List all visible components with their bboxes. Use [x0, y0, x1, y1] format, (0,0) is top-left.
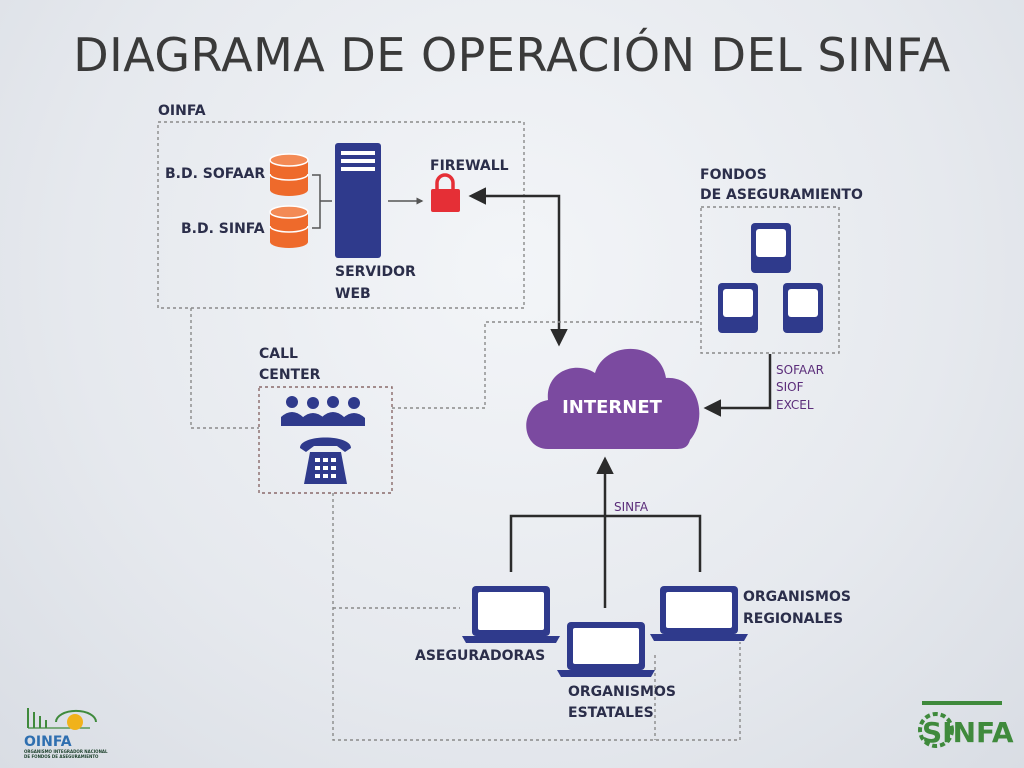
internet-label: INTERNET: [562, 397, 663, 418]
regionales-label-line1: ORGANISMOS: [743, 589, 851, 605]
fondos-system-excel: EXCEL: [776, 398, 814, 412]
estatales-label-line1: ORGANISMOS: [568, 684, 676, 700]
fondos-label-line1: FONDOS: [700, 167, 767, 183]
call-center-group: CALL CENTER: [258, 346, 393, 494]
sinfa-distribution: SINFA: [509, 456, 702, 608]
page-title: DIAGRAMA DE OPERACIÓN DEL SINFA: [73, 28, 951, 82]
oinfa-logo: OINFA ORGANISMO INTEGRADOR NACIONAL DE F…: [24, 708, 108, 759]
fondos-group: FONDOS DE ASEGURAMIENTO: [700, 167, 863, 354]
database-sinfa-icon: [269, 205, 309, 248]
server-label-line2: WEB: [335, 286, 371, 302]
db-sinfa-label: B.D. SINFA: [181, 221, 265, 237]
oinfa-label: OINFA: [158, 103, 206, 119]
laptop-regionales-icon: [650, 586, 748, 641]
fondos-label-line2: DE ASEGURAMIENTO: [700, 187, 863, 203]
terminal-icon: [783, 283, 823, 333]
internet-cloud: INTERNET: [526, 348, 700, 449]
dashed-connectors: [190, 308, 741, 741]
people-icon: [281, 396, 365, 426]
firewall-label: FIREWALL: [430, 158, 509, 174]
sinfa-link-label: SINFA: [614, 500, 649, 514]
estatales-label-line2: ESTATALES: [568, 705, 654, 721]
laptop-estatales-icon: [557, 622, 655, 677]
oinfa-logo-sub2: DE FONDOS DE ASEGURAMIENTO: [24, 754, 99, 759]
oinfa-logo-sub1: ORGANISMO INTEGRADOR NACIONAL: [24, 749, 108, 754]
sinfa-logo-text: SINFA: [922, 716, 1014, 749]
terminal-icon: [718, 283, 758, 333]
firewall-internet-arrow: [468, 187, 568, 347]
db-sofaar-label: B.D. SOFAAR: [165, 166, 265, 182]
fondos-internet-arrow: [703, 354, 772, 417]
server-label-line1: SERVIDOR: [335, 264, 416, 280]
call-center-label-line1: CALL: [259, 346, 298, 362]
aseguradoras-label: ASEGURADORAS: [415, 648, 545, 664]
server-icon: [335, 143, 381, 258]
firewall-lock-icon: [431, 173, 460, 212]
oinfa-logo-text: OINFA: [24, 734, 72, 750]
fondos-system-sofaar: SOFAAR: [776, 363, 824, 377]
laptop-aseguradoras-icon: [462, 586, 560, 643]
call-center-label-line2: CENTER: [259, 367, 321, 383]
telephone-icon: [300, 437, 351, 484]
regionales-label-line2: REGIONALES: [743, 611, 843, 627]
fondos-system-siof: SIOF: [776, 380, 804, 394]
terminal-icon: [751, 223, 791, 273]
fondos-box: [700, 206, 840, 354]
oinfa-group: OINFA B.D. SOFAAR B.D. SINFA SERVIDOR WE…: [157, 103, 525, 309]
sinfa-logo: SINFA: [918, 701, 1014, 749]
call-center-box: [258, 386, 393, 494]
database-sofaar-icon: [269, 153, 309, 196]
db-connector: [312, 174, 332, 229]
